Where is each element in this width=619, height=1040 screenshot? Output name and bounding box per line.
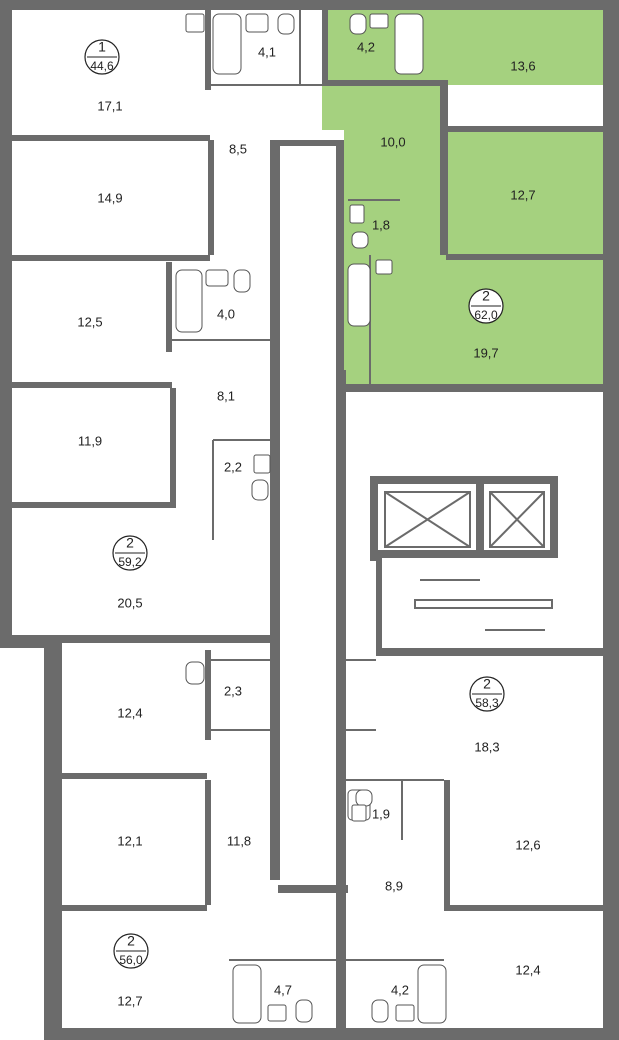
apartment-area: 59,2 xyxy=(118,555,142,569)
apartment-badge[interactable]: 2 56,0 xyxy=(113,933,149,969)
apartment-number: 1 xyxy=(98,39,106,55)
room-area: 4,0 xyxy=(217,306,235,321)
room-area: 14,9 xyxy=(97,190,122,205)
room-area: 12,4 xyxy=(117,705,142,720)
highlighted-apartment[interactable] xyxy=(322,10,605,388)
apartment-number: 2 xyxy=(126,535,134,551)
room-area: 4,7 xyxy=(274,982,292,997)
room-area: 17,1 xyxy=(97,98,122,113)
room-area: 12,1 xyxy=(117,833,142,848)
room-area: 12,4 xyxy=(515,962,540,977)
room-area: 4,2 xyxy=(357,39,375,54)
apartment-area: 62,0 xyxy=(474,308,498,322)
room-area: 10,0 xyxy=(380,134,405,149)
apartment-area: 56,0 xyxy=(119,953,143,967)
room-area: 8,5 xyxy=(229,141,247,156)
thin-partitions xyxy=(172,10,553,961)
room-area: 4,2 xyxy=(391,982,409,997)
bath-fixtures xyxy=(175,13,447,1024)
room-area: 8,1 xyxy=(217,388,235,403)
apartment-number: 2 xyxy=(483,676,491,692)
room-area: 4,1 xyxy=(258,44,276,59)
room-area: 19,7 xyxy=(473,345,498,360)
room-area: 18,3 xyxy=(474,739,499,754)
room-area: 2,3 xyxy=(224,683,242,698)
apartment-number: 2 xyxy=(482,288,490,304)
room-area: 12,7 xyxy=(117,993,142,1008)
room-area: 1,8 xyxy=(372,217,390,232)
room-area: 11,9 xyxy=(78,433,102,448)
room-area: 12,5 xyxy=(77,314,102,329)
apartment-number: 2 xyxy=(127,933,135,949)
room-area: 1,9 xyxy=(372,806,390,821)
apartment-area: 58,3 xyxy=(475,696,499,710)
room-area: 8,9 xyxy=(385,878,403,893)
apartment-badge[interactable]: 2 58,3 xyxy=(469,676,505,712)
apartment-badge[interactable]: 1 44,6 xyxy=(84,39,120,75)
room-area: 12,6 xyxy=(515,837,540,852)
room-area: 2,2 xyxy=(224,459,242,474)
room-area: 12,7 xyxy=(510,187,535,202)
room-area: 20,5 xyxy=(117,595,142,610)
room-labels: 17,1 4,1 4,2 13,6 8,5 10,0 14,9 12,7 1,8… xyxy=(77,39,540,1008)
room-area: 11,8 xyxy=(227,833,251,848)
room-area: 13,6 xyxy=(510,58,535,73)
apartment-badge[interactable]: 2 59,2 xyxy=(112,535,148,571)
apartment-badge[interactable]: 2 62,0 xyxy=(468,288,504,324)
apartment-area: 44,6 xyxy=(90,59,114,73)
